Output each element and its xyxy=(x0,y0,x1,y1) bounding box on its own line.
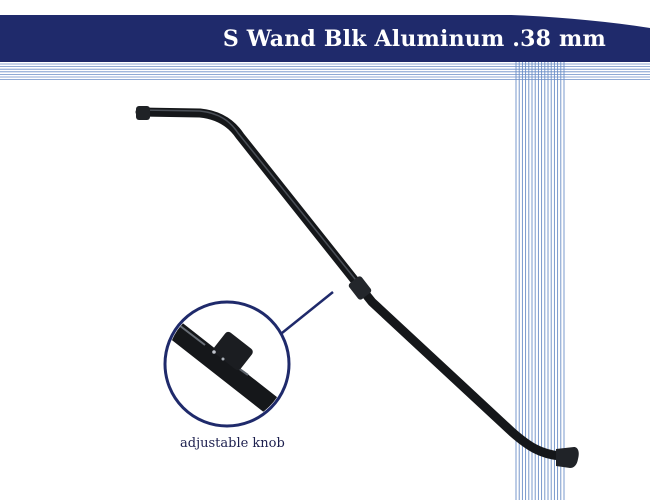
wand-top-tip xyxy=(136,106,150,120)
wand-highlight xyxy=(141,109,356,280)
banner-horizontal-stripes xyxy=(0,63,650,80)
callout-label: adjustable knob xyxy=(180,436,285,451)
page-title: S Wand Blk Aluminum .38 mm xyxy=(222,26,606,52)
banner-band xyxy=(0,15,650,62)
callout-connector xyxy=(276,291,334,338)
banner-curve xyxy=(380,0,650,28)
magnified-knob-detail xyxy=(167,308,287,424)
wand-bottom-tip xyxy=(556,447,579,468)
wand-knob-joint xyxy=(348,276,372,300)
vertical-stripes xyxy=(515,62,565,500)
